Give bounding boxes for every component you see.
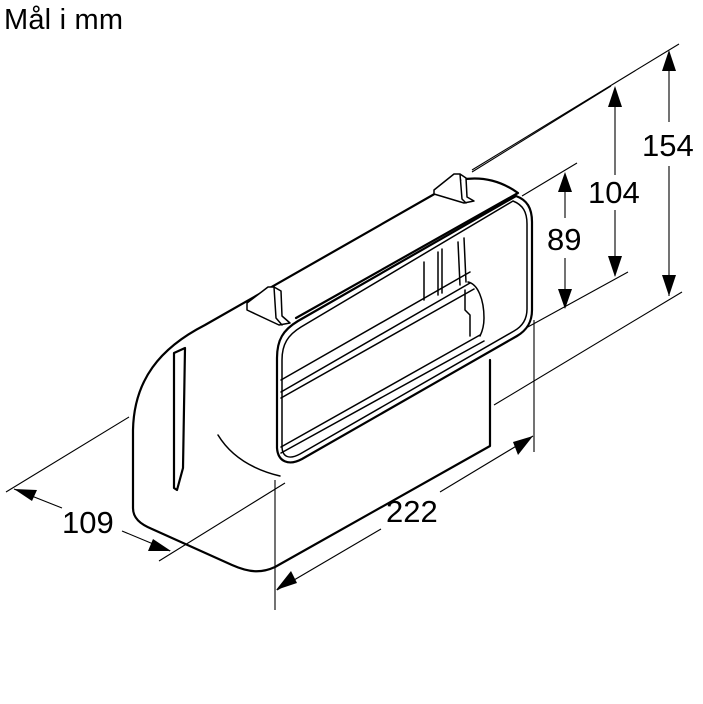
- duct-body: [131, 173, 534, 573]
- arrow-body-top: [608, 86, 622, 107]
- inner-rail-1: [280, 282, 475, 399]
- dimension-length: 222: [274, 320, 535, 610]
- dim-label-total-height: 154: [642, 128, 694, 163]
- dimension-opening-height: 89: [521, 162, 629, 329]
- units-title: Mål i mm: [4, 4, 124, 36]
- inner-rib-2: [457, 237, 467, 286]
- inner-rib-1: [423, 248, 443, 301]
- latch-clip: [464, 281, 485, 337]
- elbow-curve: [217, 434, 281, 477]
- dim-label-opening-height: 89: [547, 222, 581, 257]
- top-tab-back: [433, 173, 475, 204]
- dimension-body-height: 104: [471, 85, 683, 406]
- arrow-depth-right: [148, 539, 171, 551]
- arrow-total-bottom: [662, 275, 676, 296]
- dim-label-depth: 109: [62, 505, 114, 540]
- arrow-depth-left: [14, 489, 37, 501]
- duct-body-outline: [131, 177, 520, 573]
- arrow-body-bottom: [608, 256, 622, 277]
- side-slot: [172, 346, 187, 492]
- dimension-total-height: 154: [471, 43, 694, 296]
- top-tab-front: [246, 286, 291, 326]
- arrow-length-right: [513, 436, 533, 455]
- arrow-total-top: [662, 50, 676, 71]
- inner-rail-2: [280, 334, 485, 454]
- arrow-opening-bottom: [558, 289, 572, 309]
- front-opening-outer: [275, 194, 534, 464]
- arrow-opening-top: [558, 172, 572, 192]
- dim-label-body-height: 104: [588, 175, 640, 210]
- dimension-depth: 109: [5, 416, 286, 562]
- arrow-length-left: [276, 571, 297, 590]
- front-opening-inner: [281, 200, 528, 458]
- dim-label-length: 222: [386, 494, 438, 529]
